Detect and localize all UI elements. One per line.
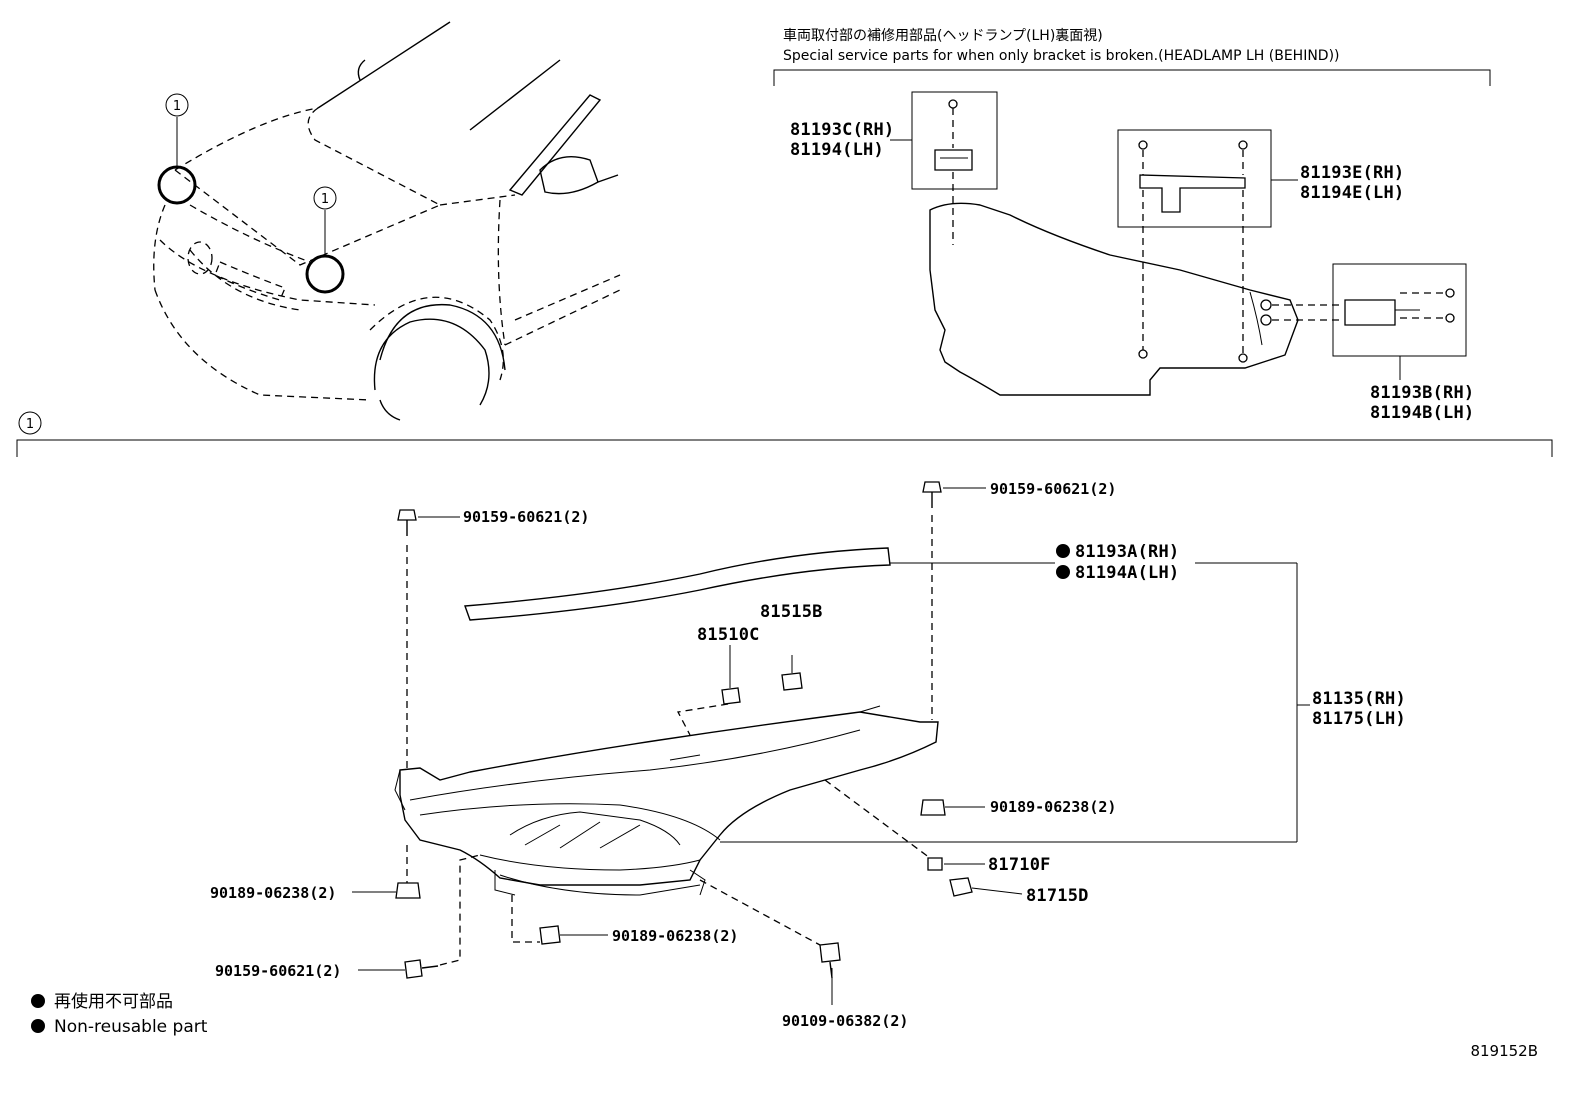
label-81715d: 81715D: [1026, 886, 1089, 906]
legend-dot-en: [31, 1019, 45, 1033]
label-90159-bottom: 90159-60621(2): [215, 962, 341, 980]
grommet-90189-right: [920, 799, 985, 816]
label-90159-top-right: 90159-60621(2): [990, 480, 1116, 498]
label-81194e: 81194E(LH): [1300, 183, 1404, 203]
bracket-section-frame: [773, 69, 1491, 86]
headlamp-assembly: [394, 547, 973, 897]
section-1-marker-label: 1: [26, 417, 34, 432]
grommet-90189-bottom: [511, 895, 608, 945]
label-81194c: 81194(LH): [790, 140, 884, 160]
bracket-section-title-en: Special service parts for when only brac…: [783, 48, 1340, 64]
bolt-90159-bottom: [358, 854, 481, 979]
label-81710f: 81710F: [988, 855, 1051, 875]
figure-id: 819152B: [1470, 1042, 1538, 1060]
callout-marker-2: 1: [313, 186, 337, 210]
section-1-marker: 1: [18, 411, 42, 435]
callout-marker-2-label: 1: [321, 192, 329, 207]
headlamp-rear-outline: [929, 202, 1299, 396]
label-81193e: 81193E(RH): [1300, 163, 1404, 183]
label-81193c: 81193C(RH): [790, 120, 894, 140]
bolt-90159-top-left: [397, 509, 460, 770]
grommet-90189-left: [352, 845, 421, 899]
label-81510c: 81510C: [697, 625, 760, 645]
callout-marker-1: 1: [165, 93, 189, 117]
label-81135: 81135(RH): [1312, 689, 1406, 709]
bolt-90159-top-right: [922, 481, 986, 720]
label-90189-bottom: 90189-06238(2): [612, 927, 738, 945]
legend-dot-jp: [31, 994, 45, 1008]
label-81175: 81175(LH): [1312, 709, 1406, 729]
non-reusable-dot-81194a: [1056, 565, 1070, 579]
label-90189-right: 90189-06238(2): [990, 798, 1116, 816]
part-box-81193e: [1117, 129, 1272, 228]
legend: 再使用不可部品 Non-reusable part: [31, 991, 208, 1037]
label-90159-top-left: 90159-60621(2): [463, 508, 589, 526]
label-90189-left: 90189-06238(2): [210, 884, 336, 902]
callout-marker-1-label: 1: [173, 99, 181, 114]
label-81193b: 81193B(RH): [1370, 383, 1474, 403]
label-90109: 90109-06382(2): [782, 1012, 908, 1030]
vehicle-front-sketch: [153, 21, 621, 421]
screw-90109: [699, 879, 841, 1005]
bracket-section-title-jp: 車両取付部の補修用部品(ヘッドランプ(LH)裏面視): [783, 27, 1103, 44]
label-81193a: 81193A(RH): [1075, 542, 1179, 562]
legend-jp: 再使用不可部品: [54, 991, 173, 1012]
label-81515b: 81515B: [760, 602, 823, 622]
label-81194b: 81194B(LH): [1370, 403, 1474, 423]
label-81194a: 81194A(LH): [1075, 563, 1179, 583]
section-1-frame: [16, 439, 1553, 457]
legend-en: Non-reusable part: [54, 1017, 208, 1037]
non-reusable-dot-81193a: [1056, 544, 1070, 558]
